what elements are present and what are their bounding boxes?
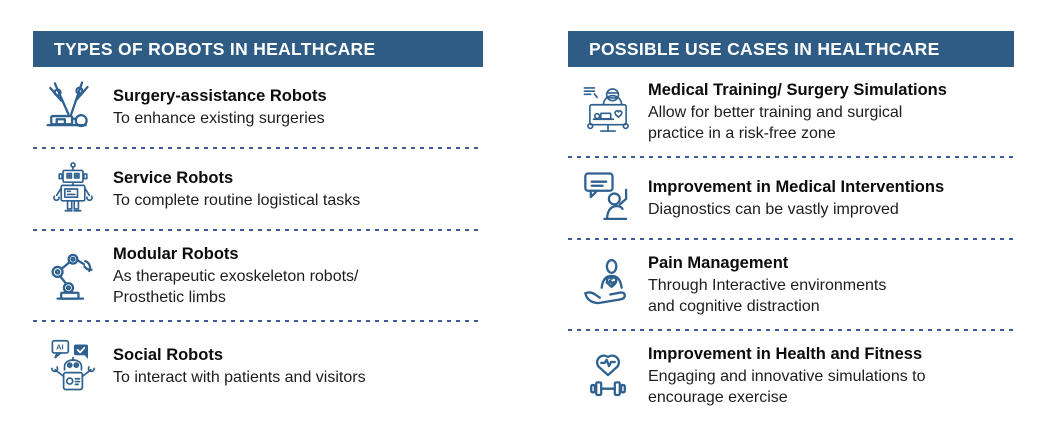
surgery-robot-icon: [33, 78, 113, 136]
item-title: Modular Robots: [113, 244, 239, 263]
robotic-arm-icon: [33, 247, 113, 305]
use-cases-list: Medical Training/ Surgery Simulations Al…: [568, 67, 1014, 420]
surgery-simulation-monitor-icon: [568, 83, 648, 141]
item-description: To enhance existing surgeries: [113, 109, 325, 127]
list-item-modular-robots: Modular Robots As therapeutic exoskeleto…: [33, 231, 483, 320]
item-title: Improvement in Medical Interventions: [648, 177, 945, 196]
list-item-health-fitness: Improvement in Health and Fitness Engagi…: [568, 331, 1014, 420]
item-title: Pain Management: [648, 253, 789, 272]
caring-hand-heart-icon: [568, 256, 648, 314]
panel-header-use-cases: POSSIBLE USE CASES IN HEALTHCARE: [568, 31, 1014, 67]
item-description: Engaging and innovative simulations to e…: [648, 367, 926, 406]
item-description: Through Interactive environments and cog…: [648, 276, 887, 315]
dotted-divider: [33, 147, 483, 149]
list-item-medical-training: Medical Training/ Surgery Simulations Al…: [568, 67, 1014, 156]
list-item-pain-management: Pain Management Through Interactive envi…: [568, 240, 1014, 329]
social-robot-icon: AI: [33, 337, 113, 397]
types-of-robots-panel: TYPES OF ROBOTS IN HEALTHCARE S: [33, 31, 483, 411]
item-title: Surgery-assistance Robots: [113, 86, 327, 105]
speech-bubble-person-icon: [568, 169, 648, 227]
use-cases-panel: POSSIBLE USE CASES IN HEALTHCARE: [568, 31, 1014, 420]
item-title: Social Robots: [113, 346, 224, 364]
item-title: Improvement in Health and Fitness: [648, 344, 923, 363]
dotted-divider: [568, 329, 1014, 331]
panel-header-types: TYPES OF ROBOTS IN HEALTHCARE: [33, 31, 483, 67]
item-title: Medical Training/ Surgery Simulations: [648, 80, 947, 99]
service-robot-icon: [33, 160, 113, 218]
item-title: Service Robots: [113, 168, 234, 187]
dotted-divider: [33, 320, 483, 322]
list-item-social-robots: AI Social Robots To interact with patien…: [33, 322, 483, 411]
item-description: To complete routine logistical tasks: [113, 191, 361, 209]
item-description: To interact with patients and visitors: [113, 369, 366, 386]
item-description: Diagnostics can be vastly improved: [648, 200, 899, 218]
list-item-medical-interventions: Improvement in Medical Interventions Dia…: [568, 158, 1014, 238]
item-description: As therapeutic exoskeleton robots/ Prost…: [113, 267, 359, 306]
dotted-divider: [33, 229, 483, 231]
heart-pulse-dumbbell-icon: [568, 347, 648, 405]
list-item-service-robots: Service Robots To complete routine logis…: [33, 149, 483, 229]
svg-text:AI: AI: [56, 342, 64, 351]
types-list: Surgery-assistance Robots To enhance exi…: [33, 67, 483, 411]
list-item-surgery-assistance: Surgery-assistance Robots To enhance exi…: [33, 67, 483, 147]
item-description: Allow for better training and surgical p…: [648, 103, 903, 142]
dotted-divider: [568, 238, 1014, 240]
dotted-divider: [568, 156, 1014, 158]
